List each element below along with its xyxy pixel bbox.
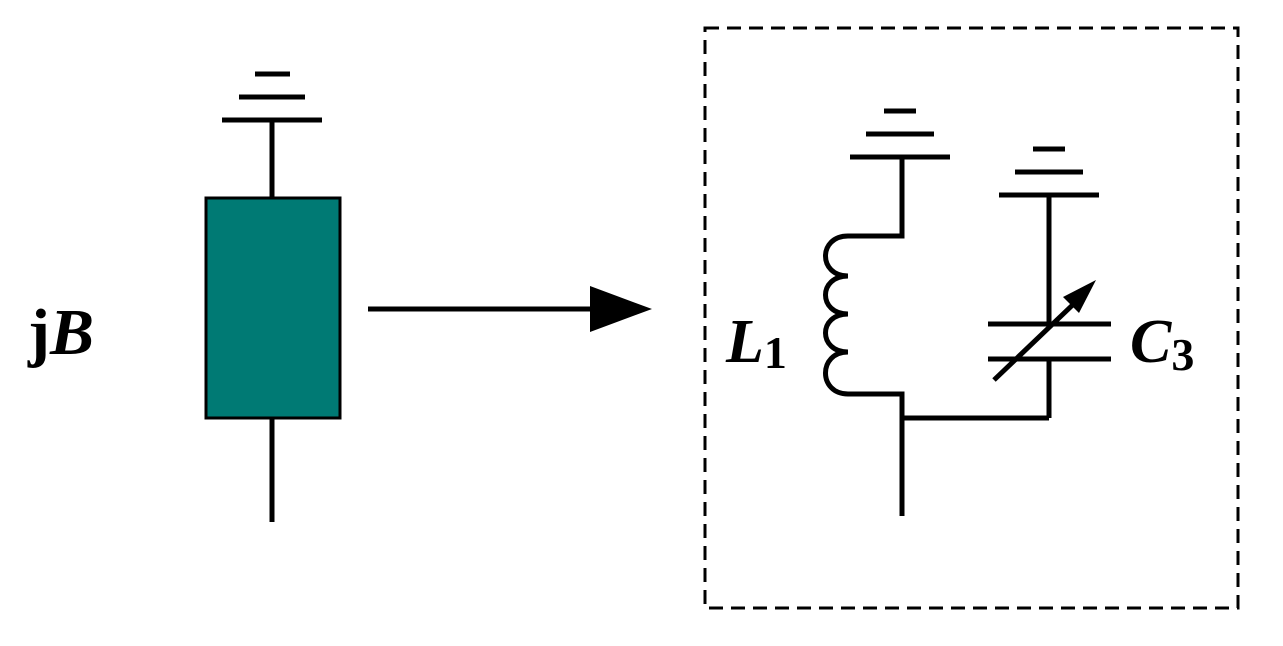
- inductor-branch: [823, 108, 950, 516]
- inductor-label: L1: [725, 308, 787, 378]
- variable-capacitor-arrow-icon: [992, 280, 1096, 382]
- ground-symbol-capacitor: [999, 146, 1099, 198]
- equivalent-circuit-box: [703, 26, 1240, 610]
- inductor-coil-icon: [823, 233, 849, 397]
- susceptance-label: jB: [27, 296, 94, 369]
- ground-symbol-inductor: [850, 108, 950, 160]
- capacitor-label-subscript: 3: [1171, 329, 1194, 380]
- ground-symbol-left: [222, 71, 322, 123]
- inductor-label-subscript: 1: [764, 327, 787, 378]
- susceptance-block: [204, 196, 342, 420]
- equivalence-arrow: [368, 286, 652, 332]
- capacitor-label-symbol: C: [1130, 308, 1172, 376]
- susceptance-label-prefix: j: [27, 296, 50, 369]
- inductor-label-symbol: L: [725, 308, 764, 376]
- arrow-head-icon: [590, 286, 652, 332]
- susceptance-label-symbol: B: [49, 296, 94, 369]
- capacitor-branch: [902, 146, 1111, 421]
- susceptance-element: [204, 71, 342, 522]
- capacitor-label: C3: [1130, 308, 1194, 380]
